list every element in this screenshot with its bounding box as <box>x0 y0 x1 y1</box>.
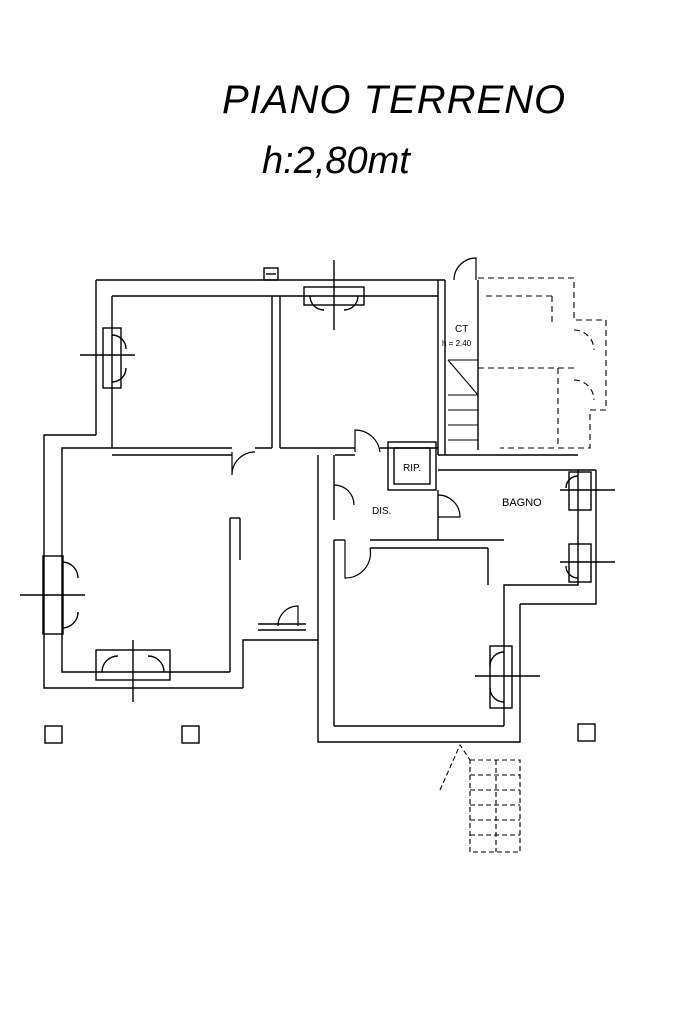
exterior-stairs <box>439 743 521 853</box>
pillars <box>44 723 596 744</box>
window-top-bedroom <box>303 260 365 330</box>
plan-title: PIANO TERRENO <box>222 78 567 122</box>
room-label-ct-height: h = 2.40 <box>442 339 472 348</box>
ceiling-height-note: h:2,80mt <box>262 140 410 182</box>
window-bath-lower <box>560 543 615 583</box>
window-right-bedroom <box>475 645 540 709</box>
chimney-marker <box>263 267 279 281</box>
outer-walls <box>43 279 597 743</box>
window-living-bottom <box>95 640 171 702</box>
room-label-dis: DIS. <box>372 506 391 517</box>
door-swings <box>231 257 477 627</box>
window-left-bedroom <box>80 327 135 389</box>
interior-walls <box>112 296 504 726</box>
window-living-left <box>20 555 85 635</box>
room-label-ct: CT <box>455 324 468 335</box>
room-label-rip: RIP. <box>403 463 421 474</box>
window-bath-upper <box>560 471 615 511</box>
ct-stair <box>447 359 479 441</box>
room-label-bagno: BAGNO <box>502 497 542 509</box>
external-porch <box>478 277 607 449</box>
